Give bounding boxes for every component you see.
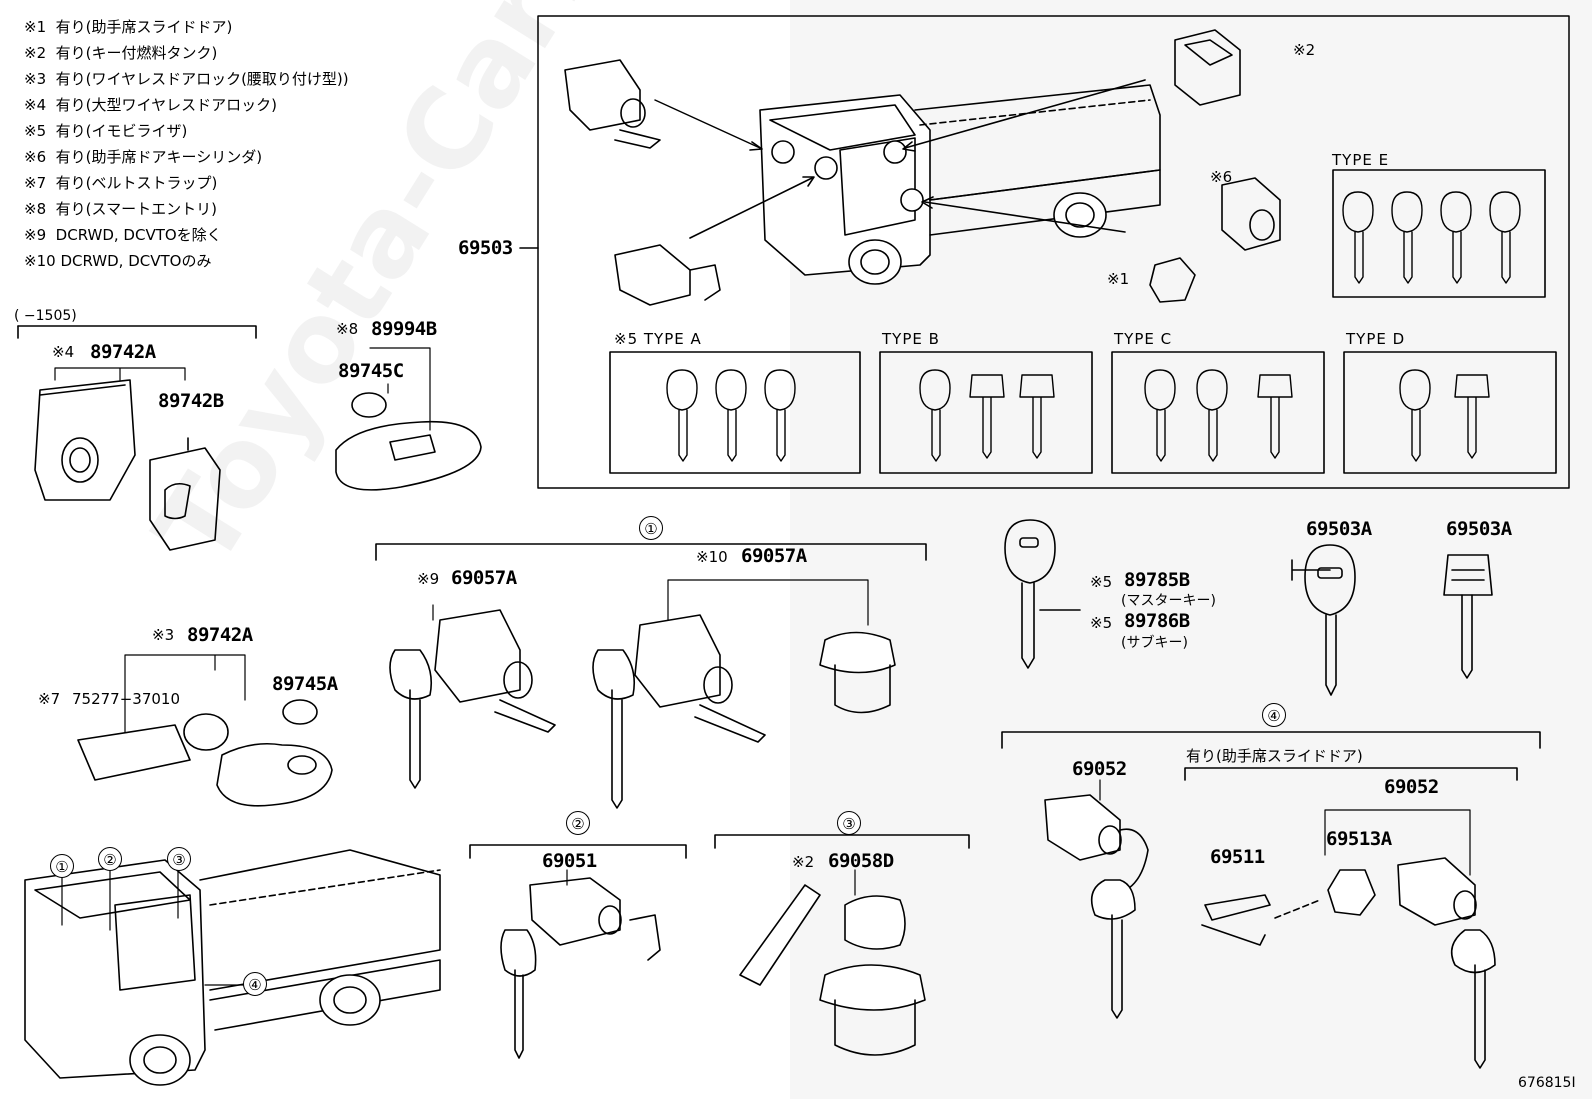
kit-truck-drawing [654, 79, 1161, 285]
note-3: ※3 有り(ワイヤレスドアロック(腰取り付け型)) [24, 70, 349, 88]
part-69511: 69511 [1210, 846, 1265, 868]
mark-89742a: ※4 [52, 343, 75, 361]
note-4: ※4 有り(大型ワイヤレスドアロック) [24, 96, 277, 114]
diagram-id: 676815I [1518, 1075, 1576, 1091]
mark-89786b: ※5 [1090, 614, 1113, 632]
note-7: ※7 有り(ベルトストラップ) [24, 174, 218, 192]
part-69051: 69051 [542, 850, 597, 872]
part-89742a: 89742A [90, 341, 156, 363]
note-5: ※5 有り(イモビライザ) [24, 122, 188, 140]
type-e-box [1332, 169, 1546, 298]
kit-frame [537, 15, 1570, 489]
part-69503a-1: 69503A [1306, 518, 1372, 540]
mark-69057a-b: ※10 [696, 548, 728, 566]
remote-control-sketches [34, 347, 482, 807]
truck-callout-1: ① [50, 854, 74, 878]
label-sub-key: (サブキー) [1121, 635, 1188, 651]
type-e-label: TYPE E [1332, 151, 1390, 169]
mark-89742a-2: ※3 [152, 626, 175, 644]
mark-89785b: ※5 [1090, 573, 1113, 591]
group-2-callout: ② [566, 811, 590, 835]
type-b-label: TYPE B [882, 330, 940, 348]
part-89745c: 89745C [338, 360, 404, 382]
part-69513a: 69513A [1326, 828, 1392, 850]
slide-door-lock-sketches [1044, 794, 1496, 1069]
note-6: ※6 有り(助手席ドアキーシリンダ) [24, 148, 263, 166]
part-69058d: 69058D [828, 850, 894, 872]
part-69503-label: 69503 [458, 237, 513, 259]
type-c-label: TYPE C [1114, 330, 1173, 348]
lock-cylinder-sketches [389, 609, 926, 1059]
key-sketches-right [1004, 519, 1493, 696]
truck-callout-3: ③ [167, 847, 191, 871]
mark-69058d: ※2 [792, 853, 815, 871]
mark-69057a-a: ※9 [417, 570, 440, 588]
part-89785b: 89785B [1124, 569, 1190, 591]
mark-fuel-cap: ※2 [1293, 41, 1316, 59]
truck-callout-4: ④ [243, 972, 267, 996]
part-69057a-a: 69057A [451, 567, 517, 589]
group-4-callout: ④ [1262, 703, 1286, 727]
part-89994b: 89994B [371, 318, 437, 340]
part-69052-a: 69052 [1072, 758, 1127, 780]
note-2: ※2 有り(キー付燃料タンク) [24, 44, 218, 62]
note-9: ※9 DCRWD, DCVTOを除く [24, 226, 222, 244]
group-3-callout: ③ [837, 811, 861, 835]
mark-75277: ※7 [38, 690, 61, 708]
type-d-label: TYPE D [1346, 330, 1406, 348]
type-b-box [879, 351, 1093, 474]
part-69052-b: 69052 [1384, 776, 1439, 798]
truck-callout-2: ② [98, 847, 122, 871]
part-69057a-b: 69057A [741, 545, 807, 567]
part-75277: 75277−37010 [72, 690, 181, 708]
type-key-drawings [666, 191, 1521, 462]
type-a-label: ※5 TYPE A [614, 330, 702, 348]
part-89742b: 89742B [158, 390, 224, 412]
group-1-callout: ① [639, 516, 663, 540]
type-d-box [1343, 351, 1557, 474]
note-1: ※1 有り(助手席スライドドア) [24, 18, 233, 36]
part-69503a-2: 69503A [1446, 518, 1512, 540]
range-label: ( −1505) [14, 308, 77, 324]
mark-89994b: ※8 [336, 320, 359, 338]
kit-part-sketches [564, 29, 1281, 306]
part-89742a-2: 89742A [187, 624, 253, 646]
note-8: ※8 有り(スマートエントリ) [24, 200, 217, 218]
small-truck-drawing [24, 849, 441, 1086]
label-slide-door: 有り(助手席スライドドア) [1186, 747, 1363, 765]
label-master-key: (マスターキー) [1121, 593, 1216, 609]
mark-slide-ring: ※1 [1107, 270, 1130, 288]
note-10: ※10 DCRWD, DCVTOのみ [24, 252, 212, 270]
part-89745a: 89745A [272, 673, 338, 695]
type-c-box [1111, 351, 1325, 474]
type-a-box [609, 351, 861, 474]
part-89786b: 89786B [1124, 610, 1190, 632]
mark-cylinder: ※6 [1210, 168, 1233, 186]
